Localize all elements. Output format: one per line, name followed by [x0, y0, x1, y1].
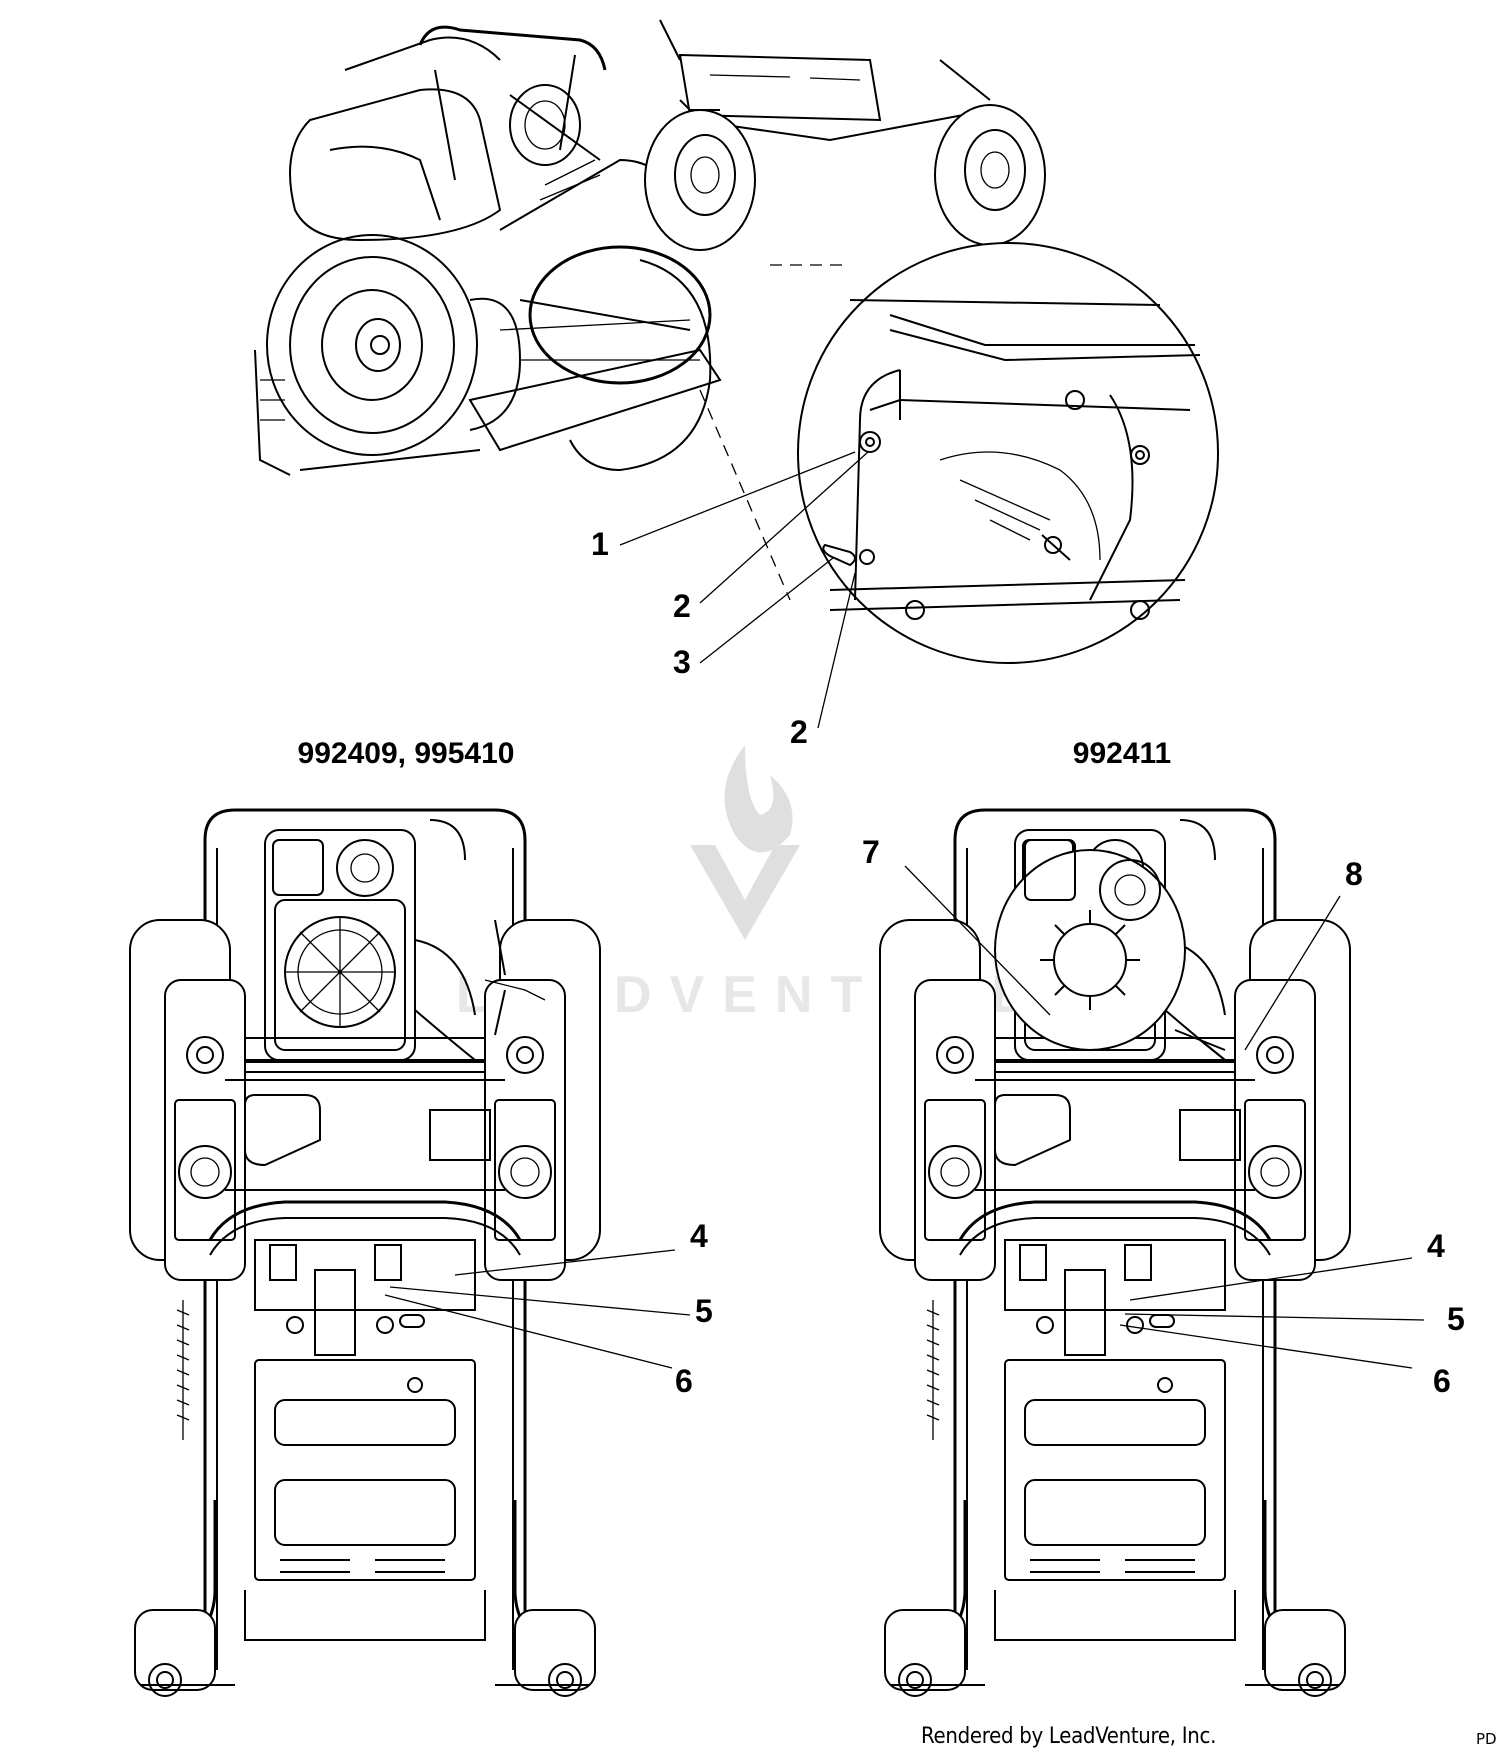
- right-view-title: 992411: [1073, 737, 1171, 770]
- callout-label: 4: [690, 1218, 708, 1254]
- watermark-logo: [690, 745, 800, 940]
- left-view-title: 992409, 995410: [298, 737, 515, 770]
- callout-label: 2: [673, 588, 691, 624]
- callout-label: 8: [1345, 856, 1363, 892]
- callout-label: 1: [591, 526, 609, 562]
- leader-lines-right: [904, 865, 1425, 1369]
- callout-label: 3: [673, 644, 691, 680]
- callout-label: 5: [1447, 1301, 1465, 1337]
- right-rear-view: [878, 808, 1352, 1698]
- callout-label: 7: [862, 834, 880, 870]
- callout-label: 4: [1427, 1228, 1445, 1264]
- leader-lines-left: [384, 1249, 691, 1369]
- top-isometric-view: [254, 19, 1219, 729]
- callout-label: 2: [790, 714, 808, 750]
- zoom-detail-content: [822, 299, 1201, 620]
- callout-label: 6: [675, 1363, 693, 1399]
- footer-credit: Rendered by LeadVenture, Inc.: [921, 1724, 1217, 1749]
- callout-label: 6: [1433, 1363, 1451, 1399]
- footer-code: PD: [1476, 1730, 1497, 1748]
- callout-label: 5: [695, 1293, 713, 1329]
- left-rear-view: [128, 808, 602, 1698]
